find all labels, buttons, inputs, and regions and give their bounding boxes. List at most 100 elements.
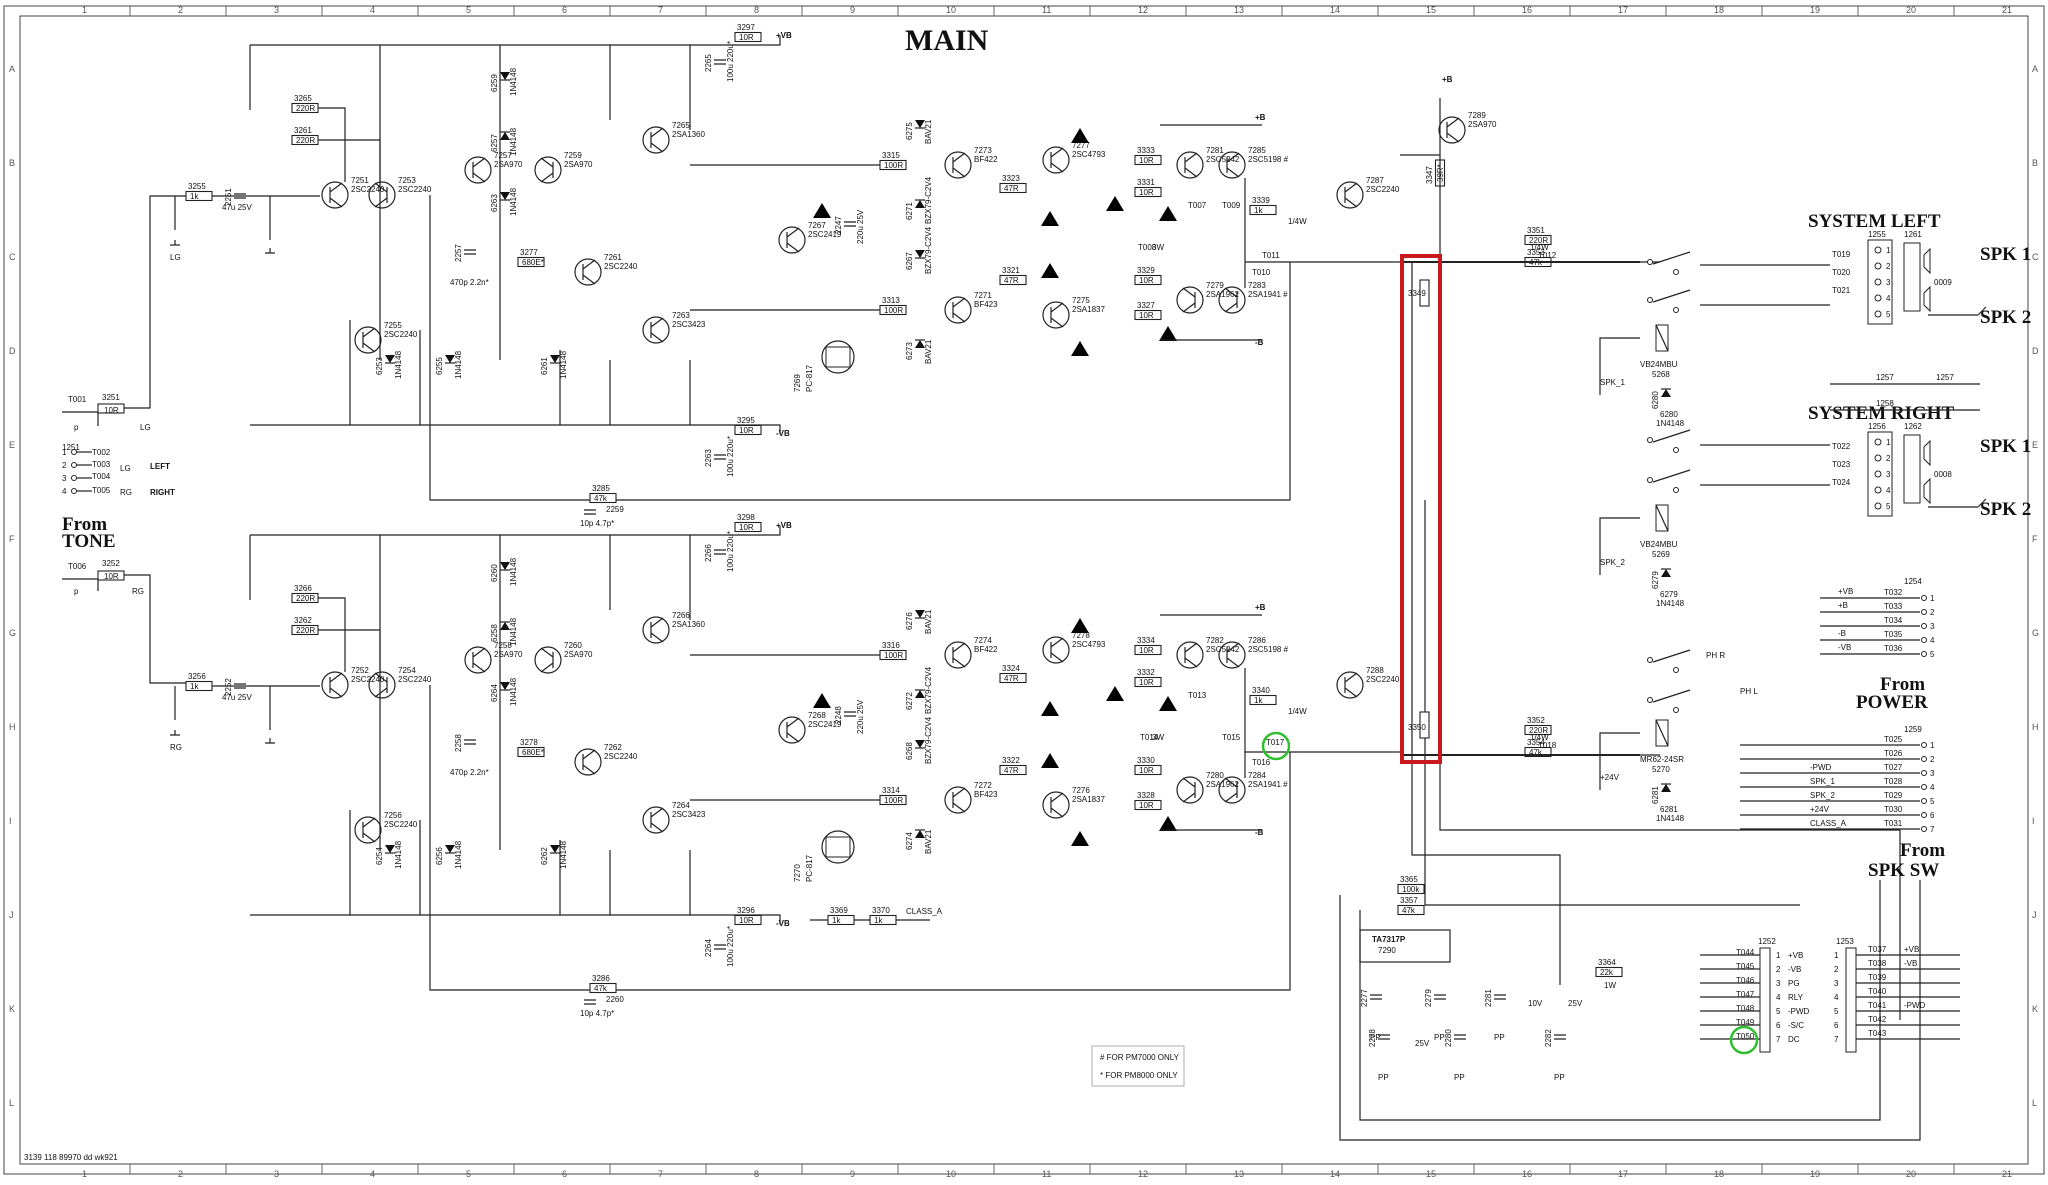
transistor-7262 (574, 748, 602, 776)
transistor-7264 (642, 806, 670, 834)
power-signal-0: +VB (1838, 587, 1853, 596)
grid-col-19: 19 (1810, 5, 1820, 15)
transistor-7255 (354, 326, 382, 354)
speaker-icon (1923, 477, 1931, 505)
transistor-body-7261 (582, 259, 596, 285)
grid-row-E: E (9, 440, 15, 450)
transistor-type-7255: 2SC2240 (384, 330, 418, 339)
capacitor-ref-2252: 2252 (224, 678, 233, 696)
grid-row-right-E: E (2032, 440, 2038, 450)
resistor-value-3261: 220R (296, 136, 315, 145)
transistor-body-7283 (1224, 287, 1238, 313)
resistor-ref-3313: 3313 (882, 296, 900, 305)
transistor-7276 (1042, 791, 1070, 819)
relay-signal-2: +24V (1600, 773, 1620, 782)
capacitor-value-2264: 100u 220u* (726, 926, 735, 967)
grid-col-3: 3 (274, 5, 279, 15)
capacitor-2258 (464, 739, 476, 745)
grid-row-right-D: D (2032, 346, 2039, 356)
tp-T043: T043 (1868, 1029, 1887, 1038)
warning-icon (1159, 696, 1177, 711)
label-p1: p (74, 423, 79, 432)
transistor-body-7289 (1446, 117, 1460, 143)
warning-icon-glyph: ! (1167, 331, 1170, 341)
resistor-3297 (734, 31, 762, 43)
grid-row-B: B (9, 158, 15, 168)
capacitor-ref-2259: 2259 (606, 505, 624, 514)
conn-1252-pin-num: 7 (1776, 1035, 1781, 1044)
resistor-3339 (1249, 204, 1277, 216)
resistor-value-3323: 47R (1004, 184, 1019, 193)
tp-T029: T029 (1884, 791, 1903, 800)
transistor-type-7265: 2SA1360 (672, 130, 705, 139)
diode-type-6263: 1N4148 (509, 187, 518, 216)
grid-col-11: 11 (1042, 5, 1051, 15)
conn-1252-signal-6: DC (1788, 1035, 1800, 1044)
resistor-3328 (1134, 799, 1162, 811)
transistor-body-7257 (472, 157, 486, 183)
resistor-value-3277: 680E* (522, 258, 544, 267)
grid-col-1: 1 (82, 5, 87, 15)
class-a-label: CLASS_A (906, 907, 943, 916)
capacitor-2263 (714, 454, 726, 460)
transistor-body-7262 (582, 749, 596, 775)
transistor-type-7263: 2SC3423 (672, 320, 706, 329)
resistor-3316 (879, 649, 907, 661)
resistor-ref-3314: 3314 (882, 786, 900, 795)
optocoupler-type-7269: PC-817 (805, 364, 814, 392)
label-pp: PP (1494, 1033, 1505, 1042)
spksw-signal-6: CLASS_A (1810, 819, 1847, 828)
tp-t008: T008 (1138, 243, 1157, 252)
resistor-ref-3364: 3364 (1598, 958, 1616, 967)
transistor-7261 (574, 258, 602, 286)
warning-icon-glyph: ! (1079, 836, 1082, 846)
resistor-value-3351: 220R (1529, 236, 1548, 245)
supply-branches (249, 45, 691, 360)
relay-signal-1: SPK_2 (1600, 558, 1625, 567)
diode-type-6281: 1N4148 (1656, 814, 1685, 823)
resistor-ref-3298: 3298 (737, 513, 755, 522)
resistor-3296 (734, 914, 762, 926)
section-title-left: SYSTEM LEFT (1808, 211, 1941, 232)
resistor-value-3354: 47k (1529, 748, 1543, 757)
transistor-7272 (944, 786, 972, 814)
spksw-pin-num: 4 (1930, 783, 1935, 792)
transistor-type-7282: 2SC5242 (1206, 645, 1240, 654)
tp-t003: T003 (92, 460, 111, 469)
transistor-type-7274: BF422 (974, 645, 998, 654)
warning-icon-glyph: ! (1167, 701, 1170, 711)
grid-col-14: 14 (1330, 5, 1340, 15)
resistor-value-3329: 10R (1139, 276, 1154, 285)
spk-link (1830, 383, 1980, 411)
transistor-7253 (368, 181, 396, 209)
spk1-label: SPK 1 (1980, 244, 2031, 265)
resistor-value-3295: 10R (739, 426, 754, 435)
inner-frame (19, 15, 2029, 1165)
capacitor-ref-2247: 2247 (834, 216, 843, 234)
capacitor-ref-2257: 2257 (454, 244, 463, 262)
transistor-type-7272: BF423 (974, 790, 998, 799)
capacitor-value-2263: 100u 220u* (726, 436, 735, 477)
transistor-ref-7275: 7275 (1072, 296, 1090, 305)
diode-6259 (500, 72, 510, 80)
diode-ref-6263: 6263 (490, 194, 499, 212)
rail-vb-pos (250, 36, 781, 46)
diode-type-6260: 1N4148 (509, 557, 518, 586)
diode-6274 (915, 830, 925, 838)
grid-col-7: 7 (658, 5, 663, 15)
conn-1252-pin-num: 6 (1776, 1021, 1781, 1030)
grid-row-right-B: B (2032, 158, 2038, 168)
transistor-ref-7278: 7278 (1072, 631, 1090, 640)
relay-contact (1673, 667, 1679, 673)
power-pin (1921, 609, 1927, 615)
grid-col-13: 13 (1234, 5, 1244, 15)
grid-row-right-G: G (2032, 628, 2039, 638)
transistor-ref-7285: 7285 (1248, 146, 1266, 155)
relay-switch (1652, 649, 1691, 663)
grid-col-bottom-10: 10 (946, 1169, 956, 1179)
resistor-ref-3339: 3339 (1252, 196, 1270, 205)
transistor-7289 (1438, 116, 1466, 144)
spk-pin-num: 3 (1886, 470, 1891, 479)
transistor-7280 (1176, 776, 1204, 804)
